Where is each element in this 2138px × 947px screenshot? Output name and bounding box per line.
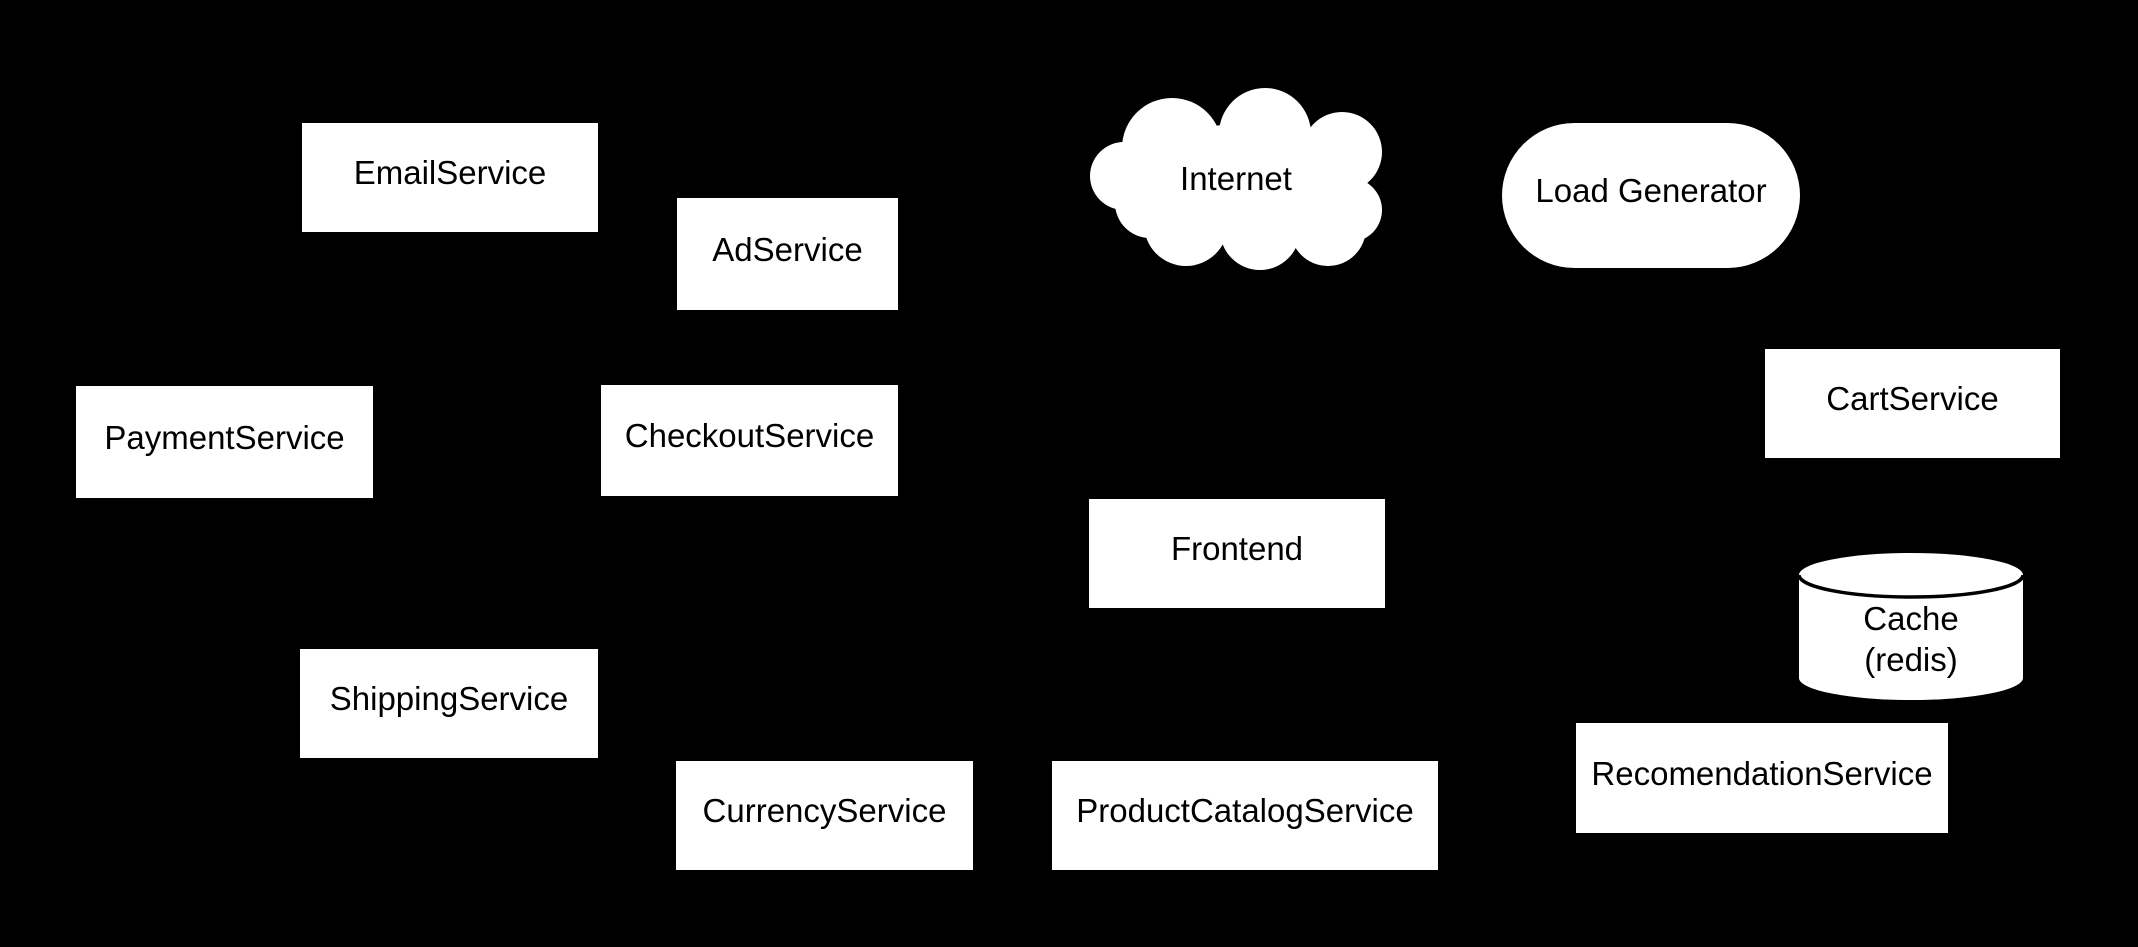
node-ad-service-label: AdService — [712, 230, 863, 268]
node-frontend-label: Frontend — [1170, 530, 1304, 568]
node-internet-label: Internet — [1180, 159, 1292, 197]
node-load-generator: Load Generator — [1502, 123, 1800, 268]
node-recomendation-service-label: RecomendationService — [1591, 754, 1933, 792]
node-ad-service: AdService — [677, 198, 898, 310]
cloud-icon — [1090, 88, 1382, 270]
node-checkout-service-label: CheckoutService — [624, 417, 875, 455]
node-email-service: EmailService — [302, 123, 598, 232]
database-cylinder-icon — [1799, 553, 2023, 700]
node-product-catalog-service: ProductCatalogService — [1052, 761, 1438, 870]
cache-label-line2: (redis) — [1864, 640, 1958, 678]
node-recomendation-service: RecomendationService — [1576, 723, 1948, 833]
node-shipping-service: ShippingService — [300, 649, 598, 758]
node-payment-service: PaymentService — [76, 386, 373, 498]
cache-label-line1: Cache — [1863, 600, 1959, 638]
node-product-catalog-service-label: ProductCatalogService — [1076, 792, 1414, 830]
node-currency-service-label: CurrencyService — [702, 792, 947, 830]
node-cart-service-label: CartService — [1826, 380, 1999, 418]
node-checkout-service: CheckoutService — [601, 385, 898, 496]
node-frontend: Frontend — [1089, 499, 1385, 608]
node-internet: Internet — [1090, 88, 1382, 270]
node-shipping-service-label: ShippingService — [329, 680, 569, 718]
node-cache-redis: Cache (redis) — [1799, 553, 2023, 700]
node-payment-service-label: PaymentService — [104, 418, 345, 456]
node-cart-service: CartService — [1765, 349, 2060, 458]
node-email-service-label: EmailService — [353, 154, 547, 192]
node-cache-redis-label: Cache (redis) — [1863, 573, 1958, 680]
node-load-generator-label: Load Generator — [1535, 172, 1767, 210]
node-currency-service: CurrencyService — [676, 761, 973, 870]
